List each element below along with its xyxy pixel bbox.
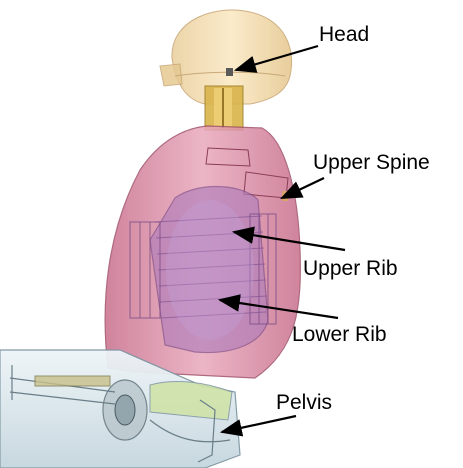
lower-rib-label: Lower Rib — [292, 324, 387, 345]
head-label: Head — [319, 24, 369, 45]
pelvis-label: Pelvis — [276, 392, 332, 413]
neck-part — [205, 86, 243, 130]
upper-rib-label: Upper Rib — [303, 258, 398, 279]
upper-spine-label: Upper Spine — [313, 152, 430, 173]
